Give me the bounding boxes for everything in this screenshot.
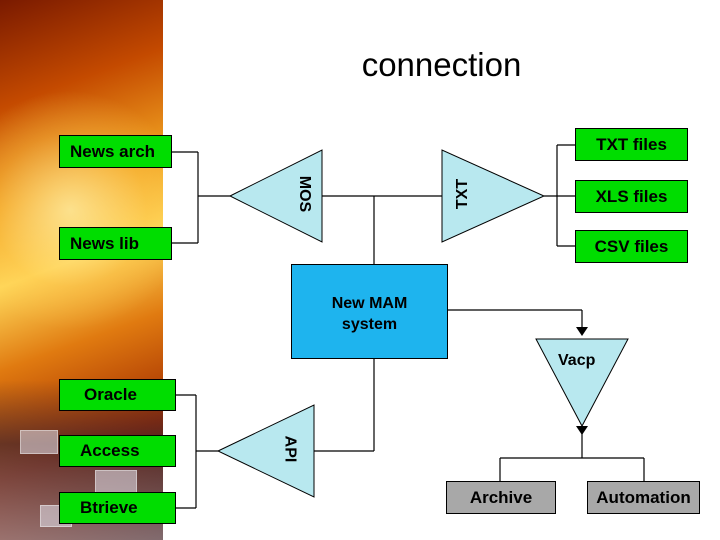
txt-files-box: TXT files [575, 128, 688, 161]
mos-label: MOS [296, 175, 314, 213]
page-title: connection [361, 46, 522, 83]
txt-label: TXT [454, 178, 472, 210]
xls-files-box: XLS files [575, 180, 688, 213]
automation-box: Automation [587, 481, 700, 514]
oracle-box: Oracle [59, 379, 176, 411]
vacp-converter-triangle [535, 338, 629, 428]
banner-glow [0, 80, 163, 340]
new-mam-system-box: New MAM system [291, 264, 448, 359]
csv-files-box: CSV files [575, 230, 688, 263]
banner-tile [20, 430, 58, 454]
api-converter-triangle [216, 404, 315, 498]
vacp-label: Vacp [558, 352, 596, 369]
news-lib-box: News lib [59, 227, 172, 260]
news-arch-box: News arch [59, 135, 172, 168]
api-label: API [281, 435, 299, 463]
archive-box: Archive [446, 481, 556, 514]
mos-converter-triangle [228, 149, 323, 243]
access-box: Access [59, 435, 176, 467]
txt-converter-triangle [441, 149, 546, 243]
btrieve-box: Btrieve [59, 492, 176, 524]
